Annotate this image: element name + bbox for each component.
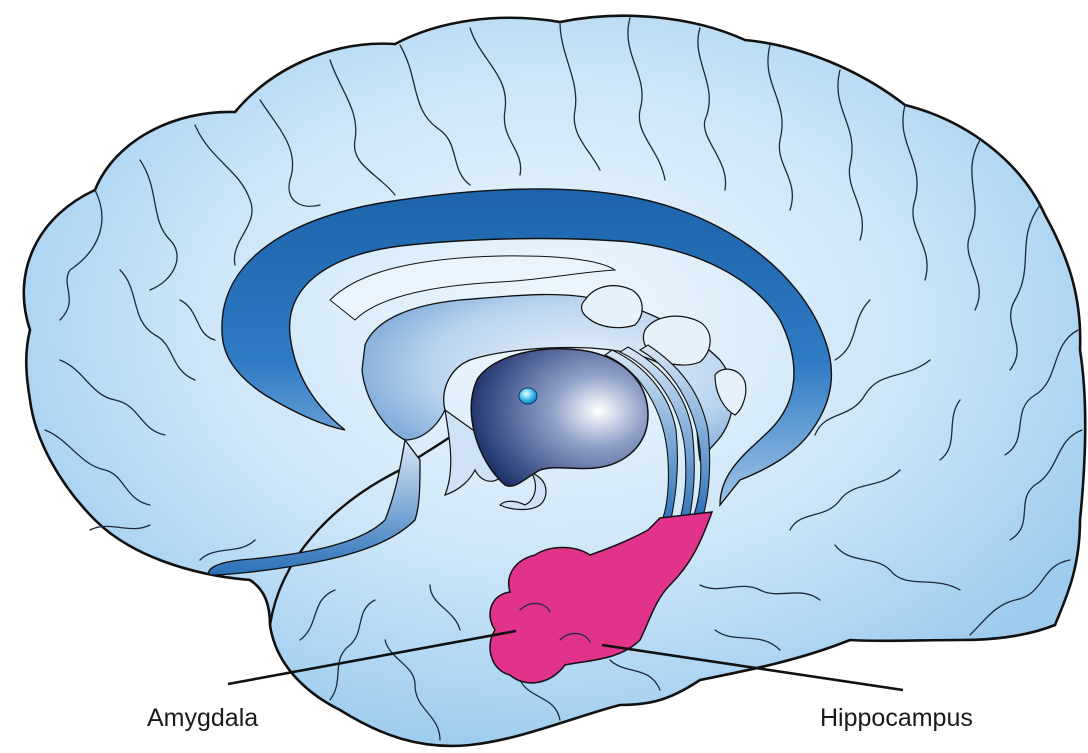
amygdala-label: Amygdala (147, 706, 258, 731)
hippocampus-label: Hippocampus (820, 706, 973, 731)
marker-dot (519, 388, 537, 404)
